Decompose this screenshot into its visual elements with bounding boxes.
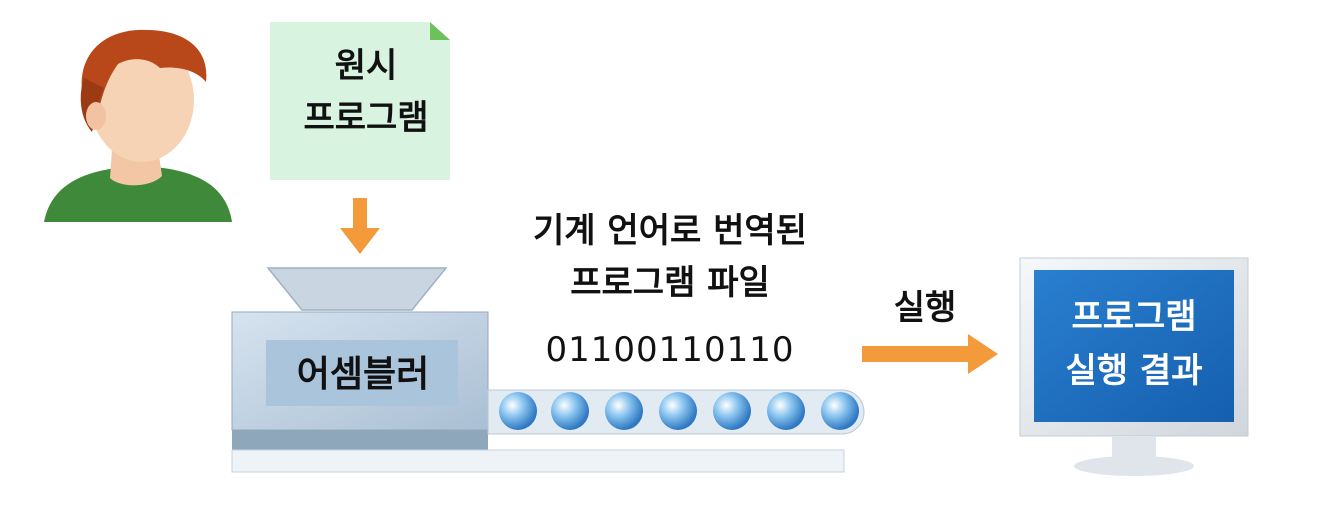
conveyor-ball: [821, 392, 859, 430]
person-illustration: [44, 29, 232, 222]
source-program-line2: 프로그램: [303, 98, 429, 138]
machine-code-caption: 기계 언어로 번역된 프로그램 파일: [480, 205, 860, 309]
machine-code-line1: 기계 언어로 번역된: [533, 211, 807, 251]
monitor-icon: [1019, 257, 1249, 476]
down-arrow-icon: [340, 198, 380, 254]
conveyor-ball: [499, 392, 537, 430]
conveyor-ball: [605, 392, 643, 430]
hopper-icon: [266, 267, 448, 311]
monitor-result-label: 프로그램 실행 결과: [1036, 290, 1232, 398]
source-program-label: 원시 프로그램: [270, 40, 462, 144]
machine-code-line2: 프로그램 파일: [570, 263, 770, 303]
conveyor-icon: [487, 389, 865, 435]
conveyor-ball: [551, 392, 589, 430]
execute-label: 실행: [893, 288, 957, 328]
right-arrow-icon: [862, 334, 998, 374]
source-program-line1: 원시: [334, 46, 398, 86]
conveyor-ball: [767, 392, 805, 430]
conveyor-ball: [659, 392, 697, 430]
conveyor-ball: [713, 392, 751, 430]
document-icon: [270, 22, 450, 180]
binary-code-text: 01100110110: [545, 330, 795, 370]
assembler-machine: [231, 311, 845, 473]
monitor-line1: 프로그램: [1071, 297, 1197, 337]
monitor-line2: 실행 결과: [1065, 351, 1203, 391]
assembler-label: 어셈블러: [296, 354, 430, 395]
